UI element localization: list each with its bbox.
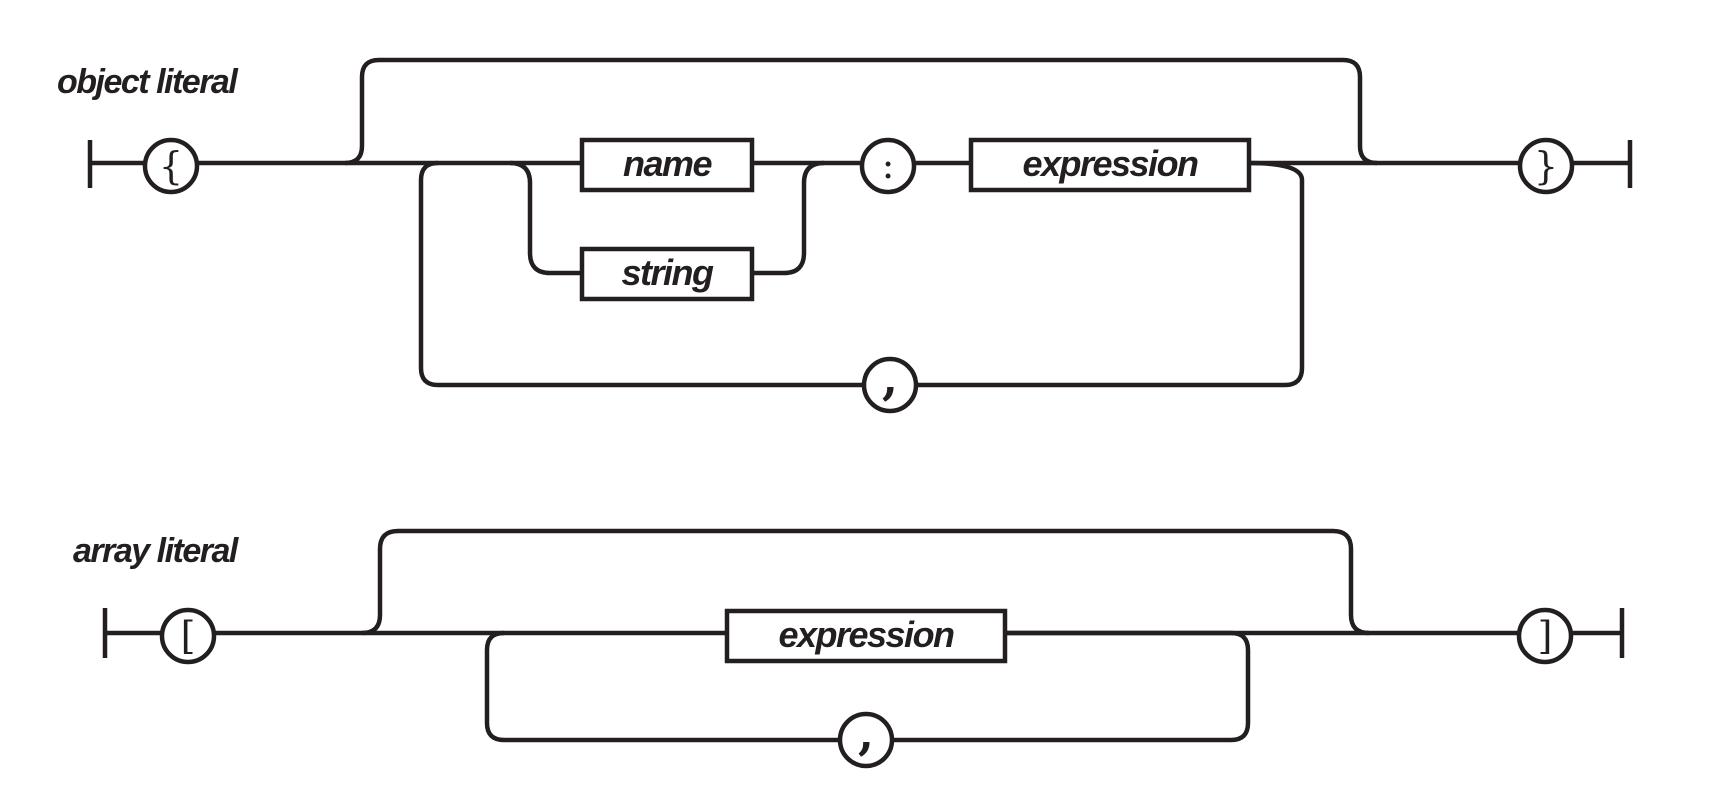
name-label: name bbox=[623, 143, 713, 184]
array-comma-circle bbox=[837, 711, 895, 769]
object-comma-loop-left bbox=[418, 160, 862, 388]
array-comma-loop-left bbox=[484, 630, 838, 743]
open-bracket-label: [ bbox=[181, 614, 196, 658]
object-comma-loop-right bbox=[918, 160, 1305, 388]
object-string-box: string bbox=[579, 246, 755, 302]
object-name-box: name bbox=[579, 137, 755, 193]
open-bracket-circle bbox=[159, 607, 217, 665]
object-literal-title: object literal bbox=[57, 63, 239, 101]
array-close-bracket: ] bbox=[1516, 607, 1574, 665]
close-bracket-circle bbox=[1516, 607, 1574, 665]
object-open-brace: { bbox=[142, 137, 200, 195]
array-literal-tracks bbox=[102, 528, 1625, 743]
name-box bbox=[579, 137, 755, 193]
array-expression-label: expression bbox=[778, 614, 954, 655]
object-expression-box: expression bbox=[968, 137, 1252, 193]
open-brace-circle bbox=[142, 137, 200, 195]
array-comma-loop-right bbox=[894, 630, 1251, 743]
array-comma: , bbox=[837, 706, 895, 769]
array-literal-diagram: array literal [ ] , bbox=[73, 528, 1625, 769]
object-literal-diagram: object literal { bbox=[57, 57, 1633, 414]
array-expression-box-rect bbox=[724, 608, 1008, 664]
object-expression-label: expression bbox=[1022, 143, 1198, 184]
open-brace-label: { bbox=[159, 144, 183, 188]
object-string-branch-out bbox=[752, 160, 825, 276]
colon-label: : bbox=[882, 143, 895, 187]
object-comma: , bbox=[861, 351, 919, 414]
colon-circle bbox=[859, 137, 917, 195]
object-literal-tracks bbox=[87, 57, 1633, 388]
object-empty-bypass bbox=[344, 57, 1378, 166]
string-label: string bbox=[621, 252, 714, 293]
array-literal-title: array literal bbox=[73, 532, 240, 570]
close-bracket-label: ] bbox=[1538, 614, 1553, 658]
close-brace-label: } bbox=[1534, 144, 1558, 188]
array-expression-box: expression bbox=[724, 608, 1008, 664]
string-box bbox=[579, 246, 755, 302]
object-expression-box-rect bbox=[968, 137, 1252, 193]
object-comma-label: , bbox=[882, 351, 898, 405]
array-comma-label: , bbox=[858, 706, 874, 760]
object-comma-circle bbox=[861, 356, 919, 414]
array-open-bracket: [ bbox=[159, 607, 217, 665]
object-close-brace: } bbox=[1517, 137, 1575, 195]
object-string-branch-in bbox=[509, 160, 582, 276]
array-empty-bypass bbox=[361, 528, 1370, 636]
close-brace-circle bbox=[1517, 137, 1575, 195]
object-colon: : bbox=[859, 137, 917, 195]
